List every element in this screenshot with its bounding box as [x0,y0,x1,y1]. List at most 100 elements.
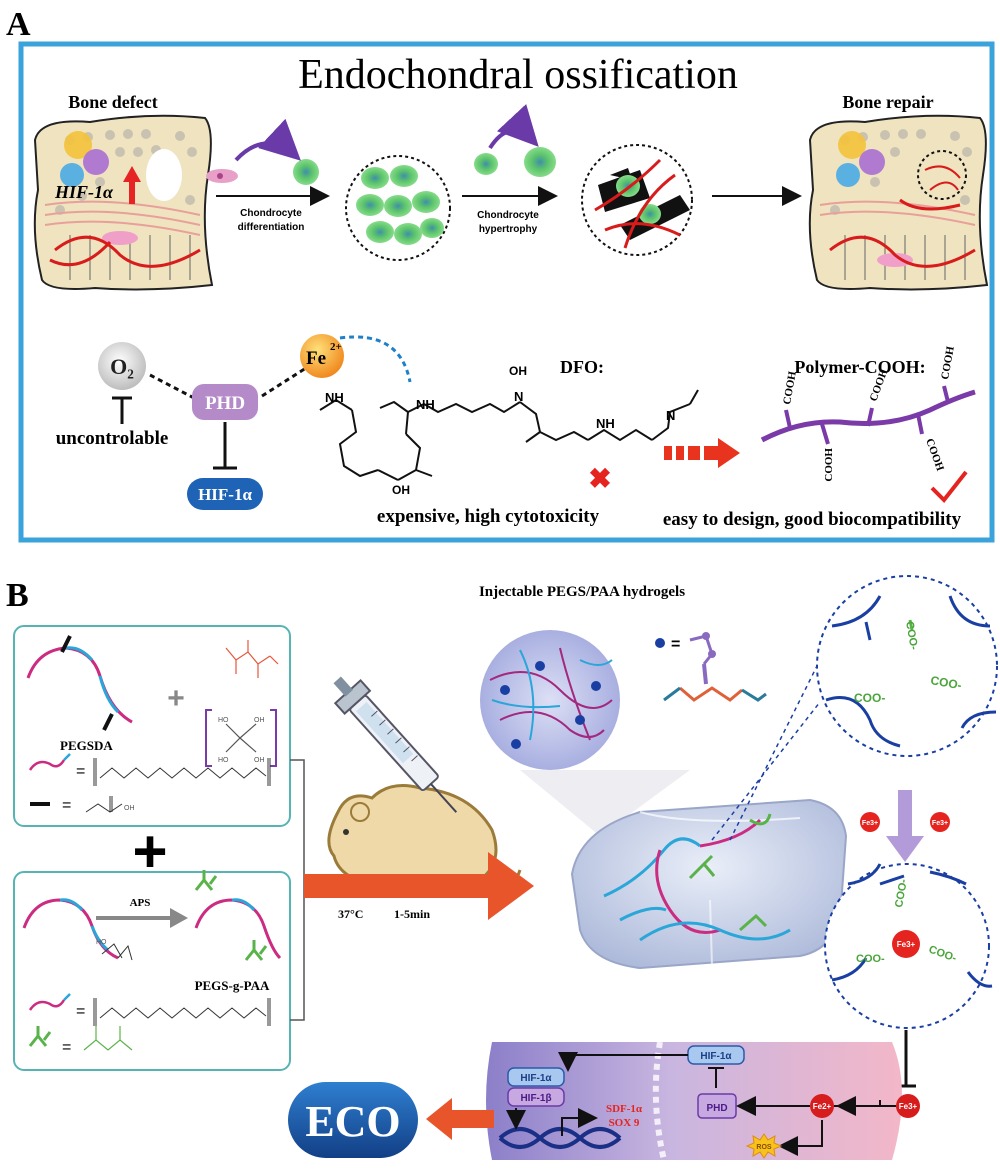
borate-oh-2: OH [254,757,265,764]
cooh-1: COOH [781,370,799,406]
dfo-nh-3: NH [596,416,615,431]
chelation-arc [339,335,412,383]
dfo-nh-2: NH [416,397,435,412]
fe3-ion-2-label: Fe3+ [932,820,948,827]
acrylate-eq: = [62,797,71,814]
crosslinker-dot [655,638,665,648]
uncontrolable-label: uncontrolable [56,428,169,449]
hypertrophic-cluster [581,144,802,256]
paa-formula: = [28,1026,133,1056]
crosslinker-eq: = [671,636,680,653]
coo-chelate-2: COO- [856,953,885,965]
panel-a-letter: A [6,6,31,43]
step2-line2: hypertrophy [479,224,538,235]
cross-icon: ✖ [588,463,611,494]
borate-structure: HO OH HO OH [205,709,277,767]
ros-burst [745,1133,783,1159]
dfo-oh-2: OH [392,483,410,497]
coo-label-2: COO- [854,691,885,705]
phd-cyto-label: PHD [706,1103,727,1114]
fe3-ion-small-label: Fe3+ [899,1102,918,1111]
bone-repair-illustration [808,114,989,291]
bone-defect-label: Bone defect [68,92,157,112]
hif-box-label: HIF-1α [198,485,252,504]
plus-icon-small: + [167,682,185,715]
borate-oh-1: OH [254,717,265,724]
cooh-5: COOH [939,345,957,381]
bone-defect-illustration [33,114,214,291]
eco-badge [288,1082,418,1158]
mouse-syringe-illustration [327,676,522,890]
acrylate-oh: OH [124,805,135,812]
fe3-ion-1 [860,812,880,832]
hypertrophy-step [462,104,558,206]
dfo-label: DFO: [560,357,604,377]
target-sdf: SDF-1α [606,1103,643,1115]
target-sox9: SOX 9 [609,1117,640,1129]
o2-label: O₂ [110,354,134,379]
hif1a-nuclear-box [507,1067,565,1087]
temperature-label: 37°C [338,907,363,921]
dashed-red-arrow [664,438,740,468]
bracket [290,759,305,1021]
chondrocyte-cluster [345,155,451,261]
fe2-ion-label: Fe2+ [813,1102,832,1111]
pegsda-box [13,625,291,827]
fe3-ion-small [896,1094,920,1118]
pegs-formula-2: = [28,993,271,1026]
pegs-eq-2: = [76,1003,85,1020]
step1-line1: Chondrocyte [240,208,302,219]
step1-line2: differentiation [238,222,305,233]
eco-label: ECO [305,1097,400,1146]
polymer-label: Polymer-COOH: [794,357,925,377]
dfo-n-2: N [666,408,675,423]
pegs-eq-1: = [76,763,85,780]
dfo-drawbacks: expensive, high cytotoxicity [377,506,600,527]
carboxylate-zoom [816,575,998,757]
cooh-4: COOH [923,437,946,473]
hydrogel-title: Injectable PEGS/PAA hydrogels [479,584,685,600]
fe3-ion-1-label: Fe3+ [862,820,878,827]
hif-label-defect: HIF-1α [54,182,114,202]
check-icon [930,470,968,504]
pegsda-label: PEGSDA [60,738,113,753]
hif1a-nuclear-label: HIF-1α [520,1073,552,1084]
zoom-line-1 [711,701,821,841]
fe-charge: 2+ [330,341,342,353]
bone-repair-label: Bone repair [842,92,933,112]
pegsda-chain [26,635,133,731]
ros-label: ROS [756,1144,772,1151]
panel-a-title: Endochondral ossification [298,52,738,98]
pegs-g-paa-box [13,871,291,1071]
cooh-2: COOH [823,448,835,482]
phd-label: PHD [205,393,245,414]
chelation-zoom [824,863,993,1029]
coo-chelate-1: COO- [893,878,910,909]
differentiation-step [206,118,330,206]
o2-phd-link [149,373,195,400]
injection-arrow [304,852,534,920]
phd-box [192,384,258,420]
hif-box [187,478,263,510]
fe2-ros-arrow [778,1120,823,1156]
dfo-n-1: N [514,389,523,404]
aps-label: APS [130,897,151,909]
fe2-ion [810,1094,834,1118]
fe3-ion-2 [930,812,950,832]
phd-fe-link [261,366,307,398]
hif1b-label: HIF-1β [520,1093,551,1104]
network-zoom [480,630,690,836]
time-label: 1-5min [394,907,430,921]
plus-icon-large: + [132,818,167,885]
fe-label: Fe [306,348,326,369]
fe3-addition-arrow [886,790,924,862]
polyol-structure [225,640,279,678]
dfo-nh-1: NH [325,390,344,405]
fe3-center-label: Fe3+ [897,940,916,949]
hif1a-cyto-label: HIF-1α [700,1051,732,1062]
hif1b-box [507,1087,565,1107]
coo-label-3: COO- [929,673,962,692]
dfo-oh-1: OH [509,364,527,378]
pegs-g-paa-label: PEGS-g-PAA [195,978,270,993]
